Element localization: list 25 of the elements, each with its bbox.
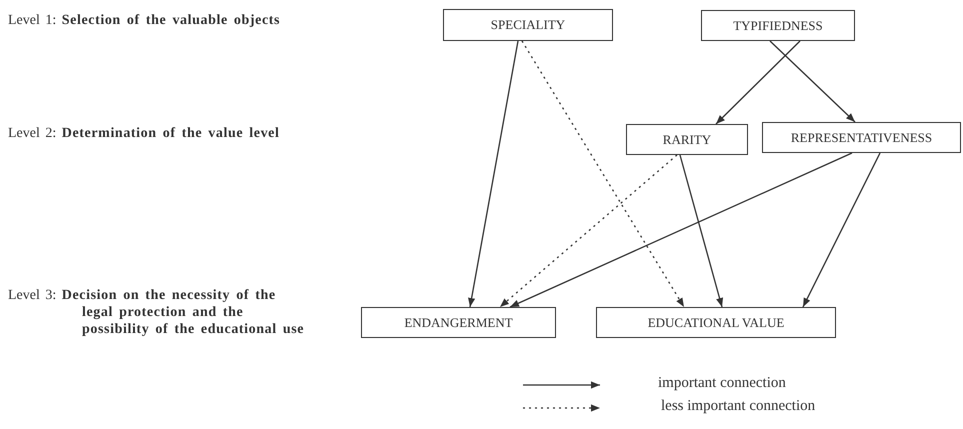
arrow: [679, 154, 724, 308]
concept-box: [626, 124, 748, 155]
arrow: [770, 40, 856, 122]
node-label: SPECIALITY: [490, 17, 566, 33]
dotted-arrow: [500, 154, 678, 308]
node-label: TYPIFIEDNESS: [733, 18, 823, 34]
concept-box: [596, 307, 836, 338]
concept-box: [443, 9, 613, 41]
node-label: RARITY: [662, 132, 712, 148]
concept-box: [361, 307, 556, 338]
level-description: Level 1: Selection of the valuable objects: [8, 12, 282, 29]
concept-box: [701, 10, 855, 41]
node-label: REPRESENTATIVENESS: [790, 130, 932, 146]
arrow: [716, 40, 800, 124]
arrow: [510, 152, 852, 308]
legend-label: less important connection: [661, 398, 816, 415]
arrow: [468, 40, 519, 308]
node-label: ENDANGERMENT: [404, 314, 513, 330]
concept-box: [762, 122, 961, 153]
legend-label: important connection: [658, 375, 786, 392]
dotted-arrow: [521, 40, 685, 308]
arrow: [802, 152, 881, 308]
node-label: EDUCATIONAL VALUE: [648, 314, 784, 330]
level-description: Level 3: Decision on the necessity of the legal protection and the possibility of the educational use: [8, 287, 306, 338]
level-description: Level 2: Determination of the value level: [8, 125, 280, 142]
